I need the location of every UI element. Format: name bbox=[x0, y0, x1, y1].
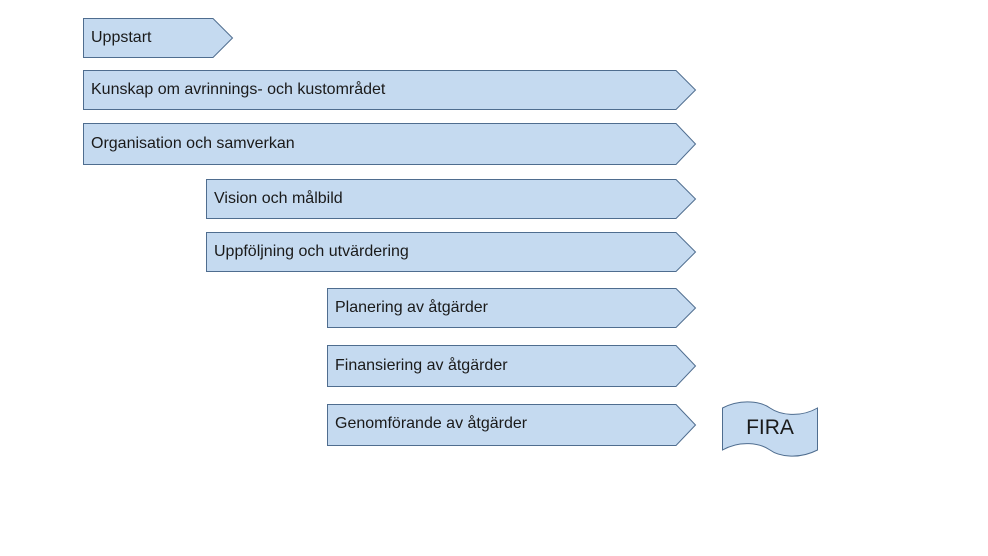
step-organisation: Organisation och samverkan bbox=[83, 123, 697, 165]
arrow-shape bbox=[83, 18, 234, 58]
fira-flag: FIRA bbox=[722, 401, 818, 457]
arrow-shape bbox=[206, 179, 697, 219]
step-kunskap: Kunskap om avrinnings- och kustområdet bbox=[83, 70, 697, 110]
step-label: Planering av åtgärder bbox=[335, 299, 488, 316]
arrow-shape bbox=[327, 404, 697, 446]
step-finansiering: Finansiering av åtgärder bbox=[327, 345, 697, 387]
step-label: Uppstart bbox=[91, 29, 152, 46]
step-label: Finansiering av åtgärder bbox=[335, 357, 508, 374]
step-label: Genomförande av åtgärder bbox=[335, 415, 528, 432]
step-label: Kunskap om avrinnings- och kustområdet bbox=[91, 81, 386, 98]
flag-label: FIRA bbox=[746, 416, 794, 439]
arrow-shape bbox=[206, 232, 697, 272]
step-label: Organisation och samverkan bbox=[91, 135, 295, 152]
step-uppfoljning: Uppföljning och utvärdering bbox=[206, 232, 697, 272]
arrow-shape bbox=[83, 123, 697, 165]
step-planering: Planering av åtgärder bbox=[327, 288, 697, 328]
step-vision: Vision och målbild bbox=[206, 179, 697, 219]
wave-flag-shape bbox=[722, 401, 818, 457]
arrow-shape bbox=[327, 288, 697, 328]
step-uppstart: Uppstart bbox=[83, 18, 234, 58]
arrow-shape bbox=[327, 345, 697, 387]
step-label: Vision och målbild bbox=[214, 190, 343, 207]
step-genomforande: Genomförande av åtgärder bbox=[327, 404, 697, 446]
arrow-shape bbox=[83, 70, 697, 110]
step-label: Uppföljning och utvärdering bbox=[214, 243, 409, 260]
